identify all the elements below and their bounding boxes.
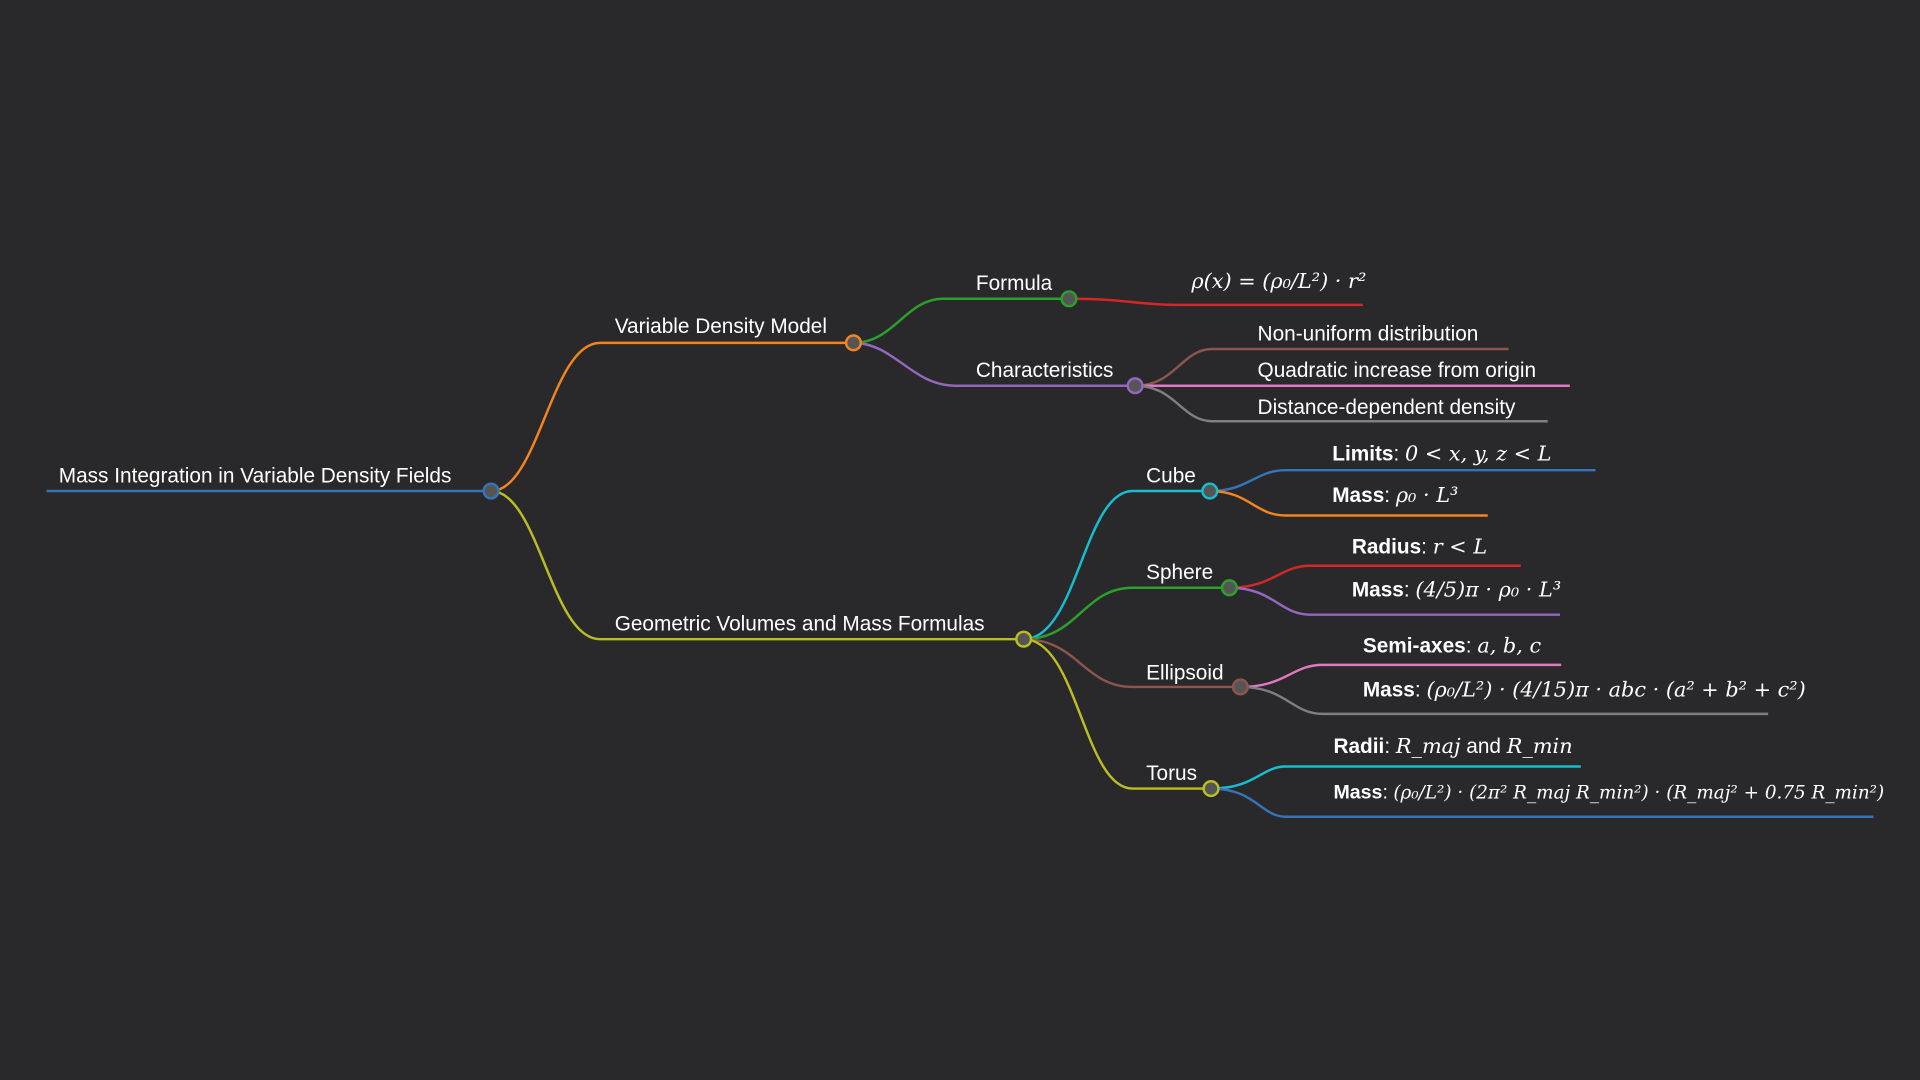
characteristic-item[interactable]: Non-uniform distribution (1258, 322, 1479, 345)
characteristic-item[interactable]: Distance-dependent density (1258, 396, 1516, 419)
edge-formula-value (1068, 297, 1363, 307)
characteristic-item[interactable]: Quadratic increase from origin (1258, 359, 1537, 382)
sphere-collapse-handle[interactable] (1220, 579, 1238, 597)
edge-cube-mass (1209, 489, 1488, 517)
node-variable-density[interactable]: Variable Density Model (615, 315, 827, 338)
edge-characteristics (853, 341, 1136, 387)
edge-variable-density (490, 341, 854, 493)
cube-collapse-handle[interactable] (1201, 482, 1219, 500)
node-characteristics[interactable]: Characteristics (976, 359, 1114, 382)
ellipsoid-mass[interactable]: Mass: (ρ₀/L²) · (4/15)π · abc · (a² + b²… (1363, 678, 1806, 702)
characteristics-collapse-handle[interactable] (1126, 377, 1144, 395)
edge-torus (1023, 637, 1212, 790)
torus-mass[interactable]: Mass: (ρ₀/L²) · (2π² R_maj R_min²) · (R_… (1333, 781, 1884, 803)
edge-cube-limits (1209, 468, 1596, 493)
edge-torus-radii (1211, 765, 1581, 790)
ellipsoid-semi-axes[interactable]: Semi-axes: a, b, c (1363, 634, 1542, 658)
sphere-mass[interactable]: Mass: (4/5)π · ρ₀ · L³ (1352, 577, 1561, 601)
node-torus[interactable]: Torus (1146, 762, 1197, 785)
variable-density-collapse-handle[interactable] (844, 334, 863, 352)
formula-value[interactable]: ρ(x) = (ρ₀/L²) · r² (1190, 269, 1366, 293)
edge-torus-mass (1211, 787, 1874, 818)
root-collapse-handle[interactable] (482, 482, 500, 500)
formula-collapse-handle[interactable] (1060, 290, 1078, 308)
sphere-radius[interactable]: Radius: r < L (1352, 534, 1487, 558)
edge-char-3 (1135, 384, 1548, 423)
node-ellipsoid[interactable]: Ellipsoid (1146, 662, 1223, 685)
cube-mass[interactable]: Mass: ρ₀ · L³ (1332, 483, 1458, 507)
edge-ellipsoid (1023, 637, 1241, 689)
ellipsoid-collapse-handle[interactable] (1231, 678, 1249, 696)
cube-limits[interactable]: Limits: 0 < x, y, z < L (1332, 441, 1551, 465)
edge-sphere (1023, 586, 1230, 641)
edge-char-1 (1135, 347, 1509, 387)
node-formula[interactable]: Formula (976, 272, 1053, 295)
edge-formula (853, 297, 1069, 345)
node-sphere[interactable]: Sphere (1146, 561, 1213, 584)
node-geometric[interactable]: Geometric Volumes and Mass Formulas (615, 613, 985, 636)
edge-geometric (490, 489, 1024, 641)
edge-sphere-radius (1229, 564, 1521, 589)
root-node[interactable]: Mass Integration in Variable Density Fie… (59, 464, 452, 487)
edge-sphere-mass (1229, 586, 1560, 616)
edge-ellipsoid-mass (1240, 685, 1769, 716)
torus-radii[interactable]: Radii: R_maj and R_min (1333, 734, 1572, 758)
edge-ellipsoid-axes (1240, 663, 1562, 689)
edge-cube (1023, 489, 1210, 641)
node-cube[interactable]: Cube (1146, 464, 1196, 487)
torus-collapse-handle[interactable] (1202, 780, 1220, 798)
geometric-collapse-handle[interactable] (1015, 630, 1033, 648)
